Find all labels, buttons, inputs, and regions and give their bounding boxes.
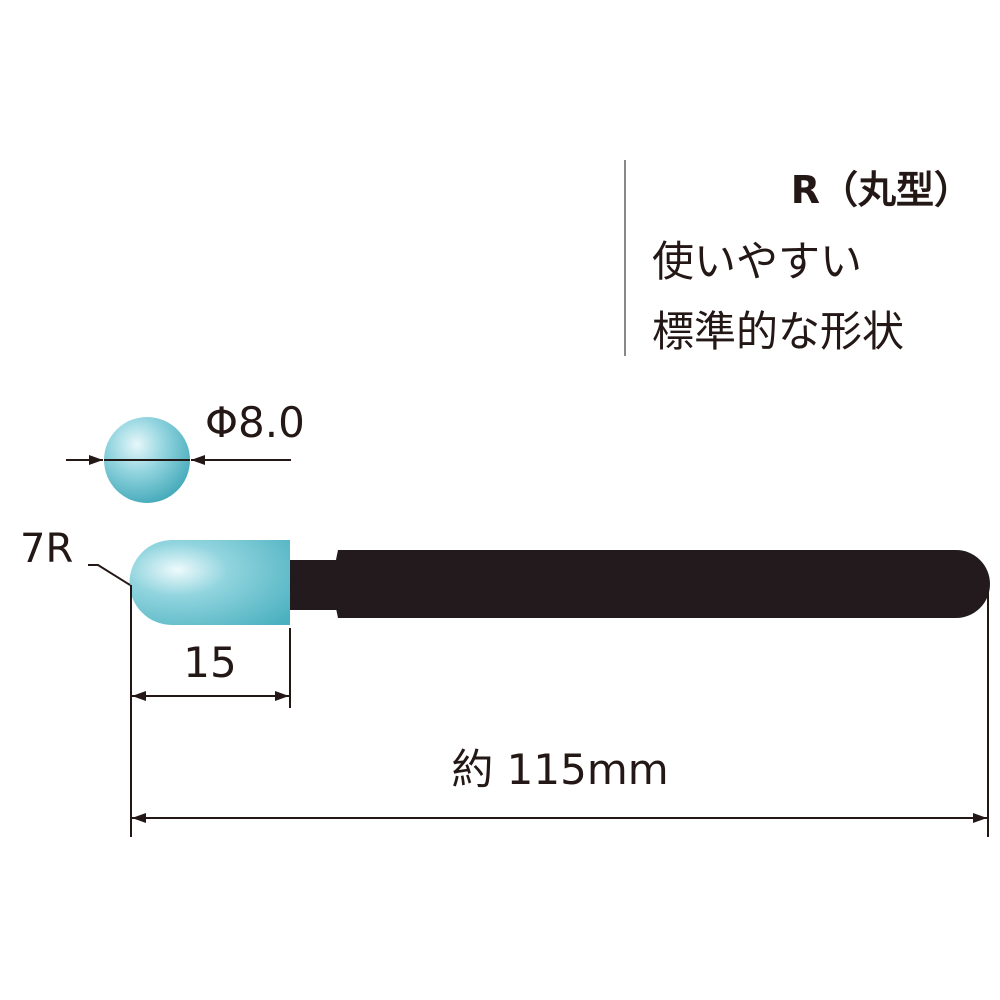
tip-length-label: 15 <box>183 638 236 687</box>
description-line-1: 使いやすい <box>652 237 862 286</box>
handle-body <box>334 550 990 618</box>
tip-body <box>129 540 290 625</box>
radius-leader <box>88 564 131 586</box>
description-line-2: 標準的な形状 <box>652 307 904 356</box>
title: R（丸型） <box>791 168 972 212</box>
diameter-label: Φ8.0 <box>205 398 305 447</box>
total-length-label: 約 115mm <box>451 745 668 794</box>
radius-label: 7R <box>20 526 73 572</box>
